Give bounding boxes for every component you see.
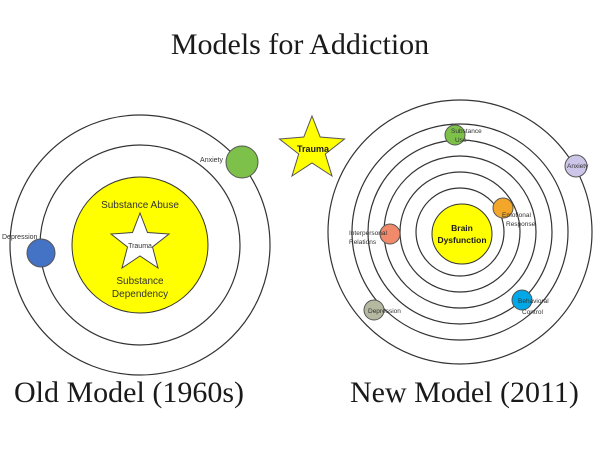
old-outer-orbit (9, 114, 271, 376)
substance-use-planet (444, 124, 466, 146)
new-orbit-6 (415, 187, 505, 277)
old-center-top-label: Substance Abuse (101, 200, 179, 211)
behavioral-control-label-2: Control (522, 309, 544, 316)
interpersonal-relations-label-1: Interpersonal (349, 230, 387, 237)
old-star-label: Trauma (128, 243, 152, 250)
interpersonal-relations-planet (379, 223, 401, 245)
new-orbit-1 (327, 99, 593, 365)
emotional-response-label-1: Emotional (502, 212, 531, 219)
old-center-bottom-label-1: Substance (116, 276, 164, 287)
old-model: Substance Abuse Trauma Substance Depende… (2, 114, 271, 376)
old-anxiety-planet (225, 145, 259, 179)
new-model: Brain Dysfunction Substance Use Anxiety … (327, 99, 593, 365)
new-depression-planet (363, 299, 385, 321)
trauma-star-group: Trauma (278, 114, 346, 178)
old-depression-planet (26, 238, 56, 268)
new-center-circle (431, 203, 493, 265)
substance-use-label-2: Use (455, 137, 467, 144)
old-anxiety-label: Anxiety (200, 157, 223, 164)
new-depression-label: Depression (368, 308, 401, 315)
behavioral-control-label-1: Behavioral (518, 298, 549, 305)
new-anxiety-label: Anxiety (567, 163, 589, 170)
new-model-caption: New Model (2011) (350, 376, 579, 409)
behavioral-control-planet (511, 289, 533, 311)
trauma-star (278, 114, 346, 178)
old-model-caption: Old Model (1960s) (14, 376, 244, 409)
substance-use-label-1: Substance (451, 128, 482, 135)
page-title: Models for Addiction (170, 28, 430, 61)
interpersonal-relations-label-2: Relations (349, 239, 377, 246)
trauma-star-label: Trauma (297, 144, 330, 154)
old-center-bottom-label-2: Dependency (112, 289, 168, 300)
new-anxiety-planet (564, 154, 588, 178)
emotional-response-planet (492, 197, 514, 219)
new-center-label-1: Brain (451, 223, 473, 233)
old-depression-label: Depression (2, 234, 38, 241)
new-center-label-2: Dysfunction (437, 235, 486, 245)
new-orbit-2 (351, 123, 569, 341)
old-trauma-star (109, 211, 171, 270)
emotional-response-label-2: Response (506, 221, 536, 228)
